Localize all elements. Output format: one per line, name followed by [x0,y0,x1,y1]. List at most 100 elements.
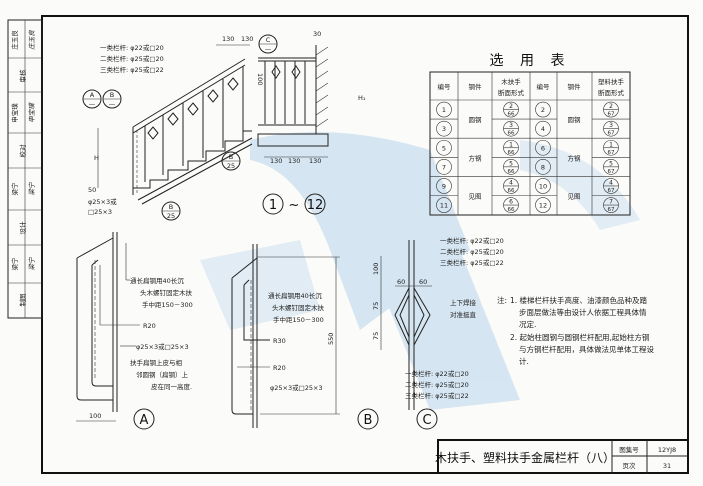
material-group: 方钢 [469,153,483,162]
section-detail-no[interactable]: 1 [609,141,613,148]
section-ref-b25-upper[interactable]: B 25 [221,151,241,171]
notes: 注: 1. 楼梯栏杆扶手高度、油漆颜色品种及踏 步面层做法等由设计人依据工程具体… [497,295,654,366]
item-number-circle [436,197,452,213]
ref-b25-top: B [169,203,173,211]
item-number[interactable]: 5 [442,144,446,152]
detail-c-dim-60b: 60 [419,278,427,286]
section-detail-no[interactable]: 3 [509,122,513,129]
section-page-no[interactable]: 66 [508,112,515,118]
sheet-title: 木扶手、塑料扶手金属栏杆（八） [435,450,615,465]
item-number-circle [535,197,551,213]
detail-c-rail-bot-1: 一类栏杆: φ22或□20 [405,369,469,378]
range-from: 1 [269,198,277,213]
ref-c-top: C [266,36,271,44]
detail-ref-a[interactable]: A — [82,89,102,109]
table-header-plastic-1: 塑料扶手 [598,77,625,86]
detail-c-rail-bot-3: 三类栏杆: φ25或□22 [405,391,469,400]
section-page-no[interactable]: 66 [508,207,515,213]
note-2-line-2: 与方钢栏杆配用，具体做法见单体工程设 [519,344,654,354]
detail-b-note1-line2: 头木螺钉固定木扶 [272,303,325,312]
note-1-line-2: 步面层做法等由设计人依据工程具体情 [519,307,647,317]
drafting-label: 制图 [18,294,27,307]
rail-type-2: 二类栏杆: φ25或□20 [100,54,164,63]
detail-a-note1-line3: 手中距150－300 [142,300,193,309]
detail-c-rail-top-3: 三类栏杆: φ25或□22 [440,258,504,267]
table-header-wood-1: 木扶手 [501,77,521,86]
detail-c-dim-100: 100 [372,263,380,275]
material-group: 方钢 [568,153,582,162]
item-number[interactable]: 2 [541,106,545,114]
ref-a-top: A [90,91,95,99]
section-detail-no[interactable]: 5 [609,160,613,167]
designer-name: 梁宁 [10,182,19,196]
detail-b: 550 通长扁钢用40长沉 头木螺钉固定木扶 手中距150－300 R30 R2… [231,244,379,430]
item-number[interactable]: 3 [442,125,446,133]
item-number-circle [535,178,551,194]
material-group: 圆钢 [469,116,483,124]
section-detail-no[interactable]: 3 [609,122,613,129]
item-number[interactable]: 8 [541,163,545,171]
item-number[interactable]: 9 [442,182,446,190]
dim-30: 30 [313,30,321,38]
section-page-no[interactable]: 67 [608,207,615,213]
section-page-no[interactable]: 67 [608,112,615,118]
applicable-range: 1 ~ 12 [262,193,326,215]
section-page-no[interactable]: 66 [508,150,515,156]
item-number-circle [436,120,452,137]
item-number-circle [436,101,452,118]
dim-130-bottom-3: 130 [309,157,321,165]
item-number[interactable]: 1 [442,106,446,114]
signature-sidebar: 庄玉良 庄玉良 审核 申宝璞 申宝璞 校对 梁宁 梁宁 设计 梁宁 梁宁 制图 [7,19,43,319]
designer-signature: 梁宁 [28,181,36,196]
detail-b-note1-line3: 手中距150－300 [273,315,324,324]
page-value: 31 [663,462,671,470]
section-page-no[interactable]: 67 [608,150,615,156]
stair-elevation: 30 130 130 130 130 130 100 H H₁ 50 φ25×3… [82,30,366,221]
drafter-signature: 梁宁 [28,256,36,271]
range-sep: ~ [289,198,300,213]
material-group: 见图 [469,193,482,201]
checker-name: 申宝璞 [10,103,19,123]
section-ref-b25-lower[interactable]: B 25 [161,201,181,221]
page-label: 页次 [623,461,637,470]
detail-c-dim-60a: 60 [397,278,405,286]
rail-type-1: 一类栏杆: φ22或□20 [100,43,164,52]
detail-ref-b[interactable]: B — [102,89,122,109]
section-detail-no[interactable]: 2 [509,103,513,110]
dim-130-top-2: 130 [241,35,253,43]
section-page-no[interactable]: 67 [608,169,615,175]
rail-type-3: 三类栏杆: φ25或□22 [100,65,164,74]
section-page-no[interactable]: 66 [508,188,515,194]
section-detail-no[interactable]: 4 [609,179,613,186]
item-number[interactable]: 6 [541,144,545,152]
dim-130-bottom-2: 130 [288,157,300,165]
item-number[interactable]: 12 [539,202,547,210]
dim-100: 100 [256,73,264,85]
section-page-no[interactable]: 66 [508,131,515,137]
design-label: 设计 [18,221,27,235]
section-page-no[interactable]: 67 [608,131,615,137]
section-detail-no[interactable]: 5 [509,160,513,167]
atlas-value: 12YJ8 [658,446,676,454]
section-page-no[interactable]: 67 [608,188,615,194]
section-page-no[interactable]: 66 [508,169,515,175]
table-header-plastic-2: 断面形式 [598,88,625,97]
item-number-circle [535,139,551,156]
section-detail-no[interactable]: 4 [509,179,513,186]
note-2-line-3: 计. [519,356,529,366]
detail-ref-c[interactable]: C — [258,34,278,54]
item-number-circle [535,159,551,175]
section-detail-no[interactable]: 1 [509,141,513,148]
section-detail-no[interactable]: 2 [609,103,613,110]
detail-a-dim-100: 100 [89,412,101,420]
item-number[interactable]: 10 [539,182,547,190]
ref-a-bottom: — [89,100,96,108]
item-number[interactable]: 11 [440,202,448,210]
detail-a: 通长扁钢用40长沉 头木螺钉固定木扶 手中距150－300 R20 φ25×3或… [76,232,193,430]
item-number[interactable]: 4 [541,125,545,133]
section-detail-no[interactable]: 6 [509,199,513,206]
dim-50: 50 [88,186,96,194]
detail-a-note2-line1: 扶手扁钢上皮与相 [130,358,183,367]
section-detail-no[interactable]: 7 [609,199,613,206]
item-number[interactable]: 7 [442,163,446,171]
